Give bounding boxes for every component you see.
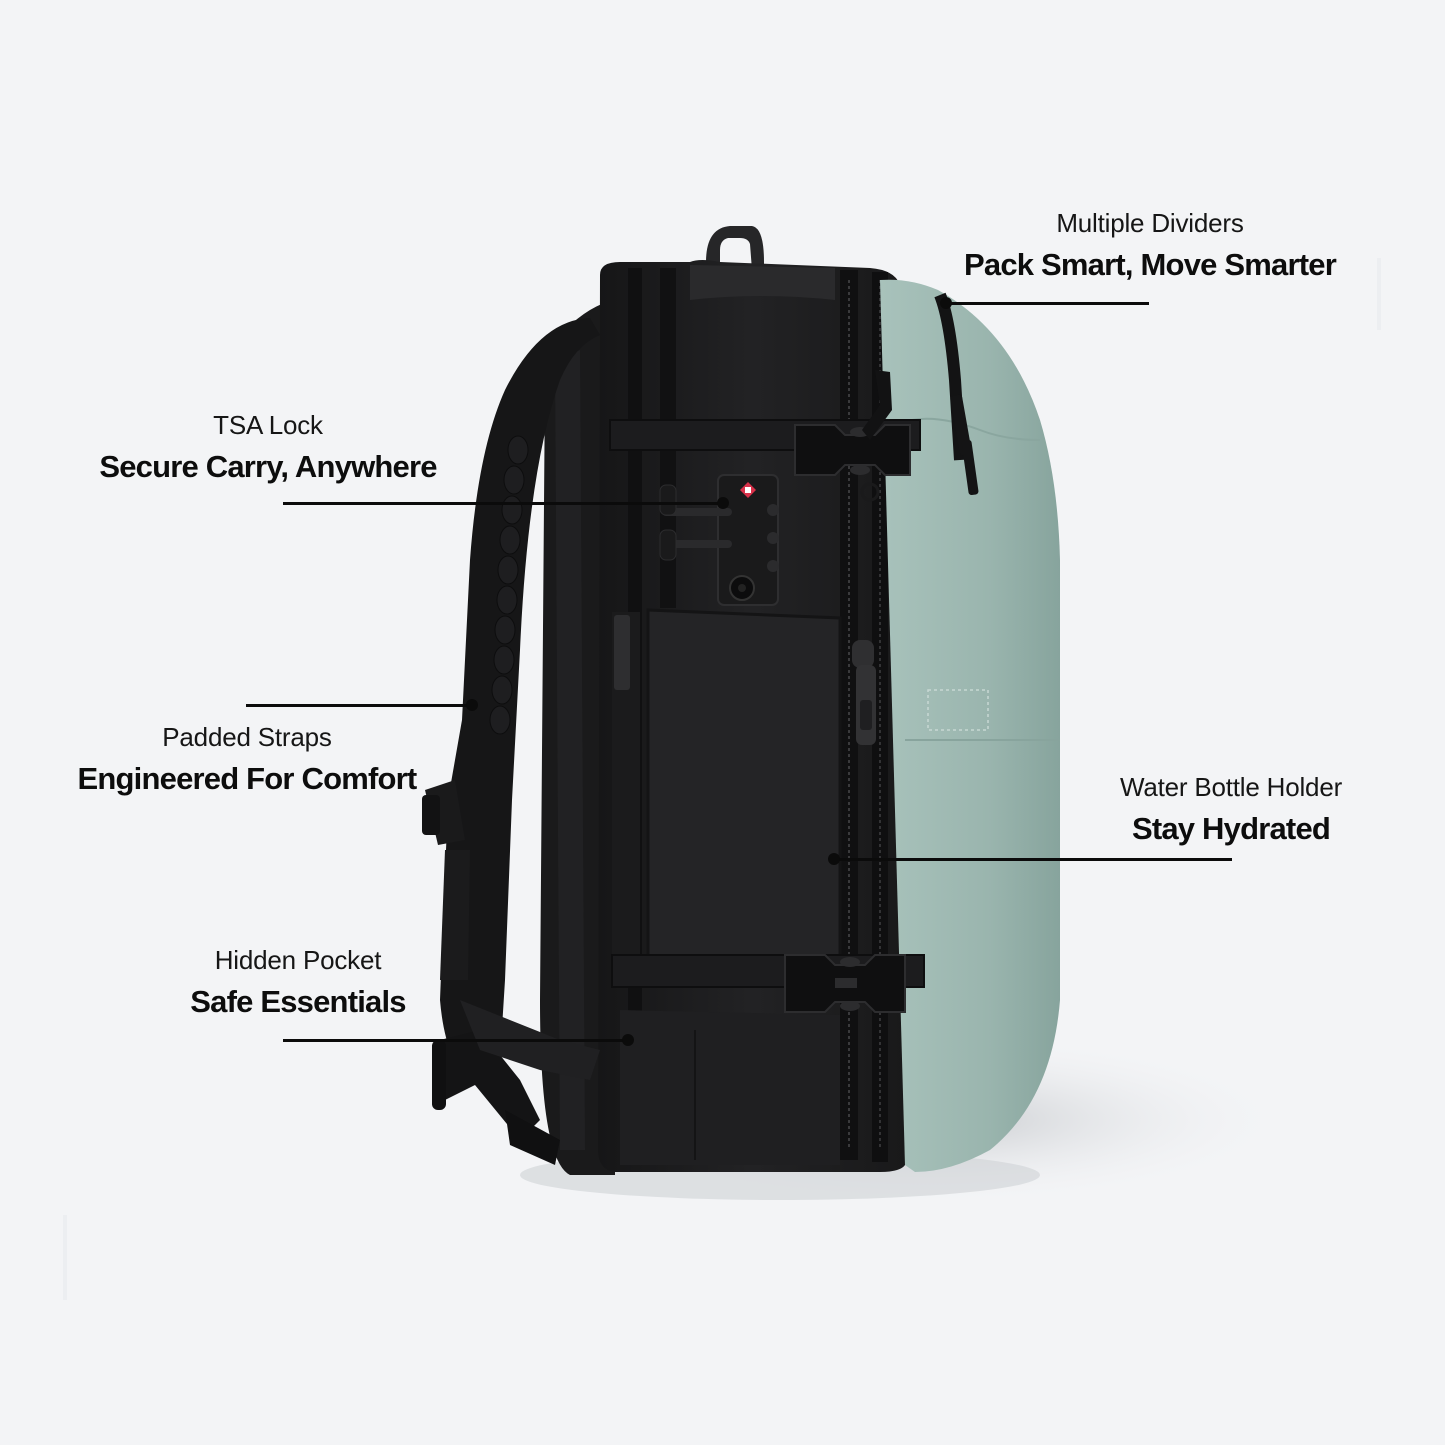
callout-headline: Safe Essentials	[190, 984, 406, 1019]
callout-hidden-pocket: Hidden Pocket Safe Essentials	[98, 945, 498, 1021]
leader-dot	[466, 699, 478, 711]
leader-dot	[940, 297, 952, 309]
shoulder-strap	[440, 318, 600, 1080]
callout-headline: Stay Hydrated	[1131, 811, 1331, 846]
faint-edge-right	[1377, 258, 1381, 330]
callout-padded-straps: Padded Straps Engineered For Comfort	[47, 722, 447, 798]
leader-line	[283, 502, 723, 505]
bottom-buckle-icon	[784, 954, 906, 1013]
leader-line	[946, 302, 1149, 305]
callout-water-bottle-holder: Water Bottle Holder Stay Hydrated	[1031, 772, 1431, 848]
callout-headline: Secure Carry, Anywhere	[99, 449, 437, 484]
leader-dot	[828, 853, 840, 865]
leader-line	[283, 1039, 628, 1042]
zipper-pull-icon	[852, 640, 876, 745]
tsa-lock-icon	[659, 474, 779, 606]
leader-line	[246, 704, 472, 707]
leader-dot	[717, 497, 729, 509]
callout-subtitle: Water Bottle Holder	[1119, 772, 1343, 802]
faint-edge-left	[63, 1215, 67, 1300]
front-panel	[880, 279, 1060, 1172]
leader-line	[834, 858, 1232, 861]
callout-tsa-lock: TSA Lock Secure Carry, Anywhere	[68, 410, 468, 486]
zipper-pull-icon	[614, 615, 630, 690]
leader-dot	[622, 1034, 634, 1046]
top-handle-icon	[706, 226, 764, 270]
callout-multiple-dividers: Multiple Dividers Pack Smart, Move Smart…	[950, 208, 1350, 284]
callout-subtitle: Multiple Dividers	[1056, 208, 1244, 238]
callout-subtitle: TSA Lock	[213, 410, 323, 440]
callout-headline: Engineered For Comfort	[77, 761, 418, 796]
callout-subtitle: Padded Straps	[162, 722, 332, 752]
callout-subtitle: Hidden Pocket	[214, 945, 382, 975]
top-buckle-icon	[794, 424, 911, 502]
callout-headline: Pack Smart, Move Smarter	[964, 247, 1337, 282]
